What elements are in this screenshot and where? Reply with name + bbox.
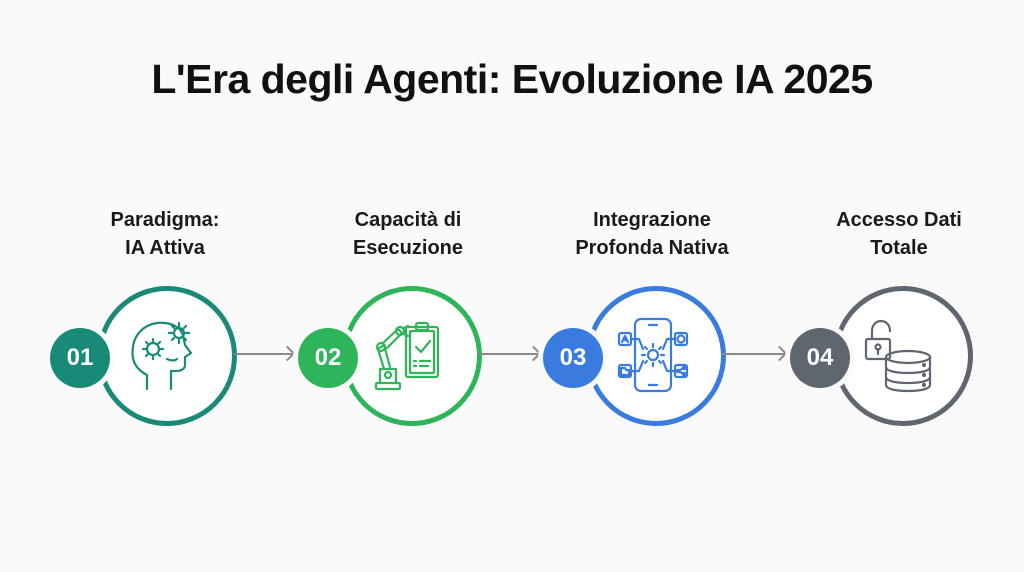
step-4-label-line2: Totale — [870, 237, 928, 259]
connector-arrow-3-4 — [722, 353, 786, 355]
step-3-label: Integrazione Profonda Nativa — [542, 206, 762, 262]
unlocked-database-icon — [864, 319, 932, 393]
connector-arrow-2-3 — [478, 353, 540, 355]
step-3-ring — [586, 286, 726, 426]
step-1-label: Paradigma: IA Attiva — [55, 206, 275, 262]
step-4-label: Accesso Dati Totale — [789, 206, 1009, 262]
diagram-title: L'Era degli Agenti: Evoluzione IA 2025 — [151, 56, 873, 102]
step-2-label: Capacità di Esecuzione — [298, 206, 518, 262]
step-4-badge: 04 — [790, 328, 850, 388]
step-1-label-line1: Paradigma: — [110, 209, 220, 231]
step-2-badge: 02 — [298, 328, 358, 388]
head-gears-icon — [131, 321, 193, 391]
step-1-badge: 01 — [50, 328, 110, 388]
step-4-ring — [833, 286, 973, 426]
step-2-label-line2: Esecuzione — [352, 237, 464, 259]
connector-arrow-1-2 — [234, 353, 294, 355]
step-2-label-line1: Capacità di — [354, 209, 462, 231]
step-3-badge: 03 — [543, 328, 603, 388]
step-3-label-line2: Profonda Nativa — [575, 237, 729, 259]
step-3-label-line1: Integrazione — [593, 209, 711, 231]
step-1-label-line2: IA Attiva — [125, 237, 205, 259]
robot-arm-clipboard-icon — [374, 321, 440, 391]
step-4-label-line1: Accesso Dati — [836, 209, 962, 231]
smartphone-integration-icon — [617, 317, 689, 393]
